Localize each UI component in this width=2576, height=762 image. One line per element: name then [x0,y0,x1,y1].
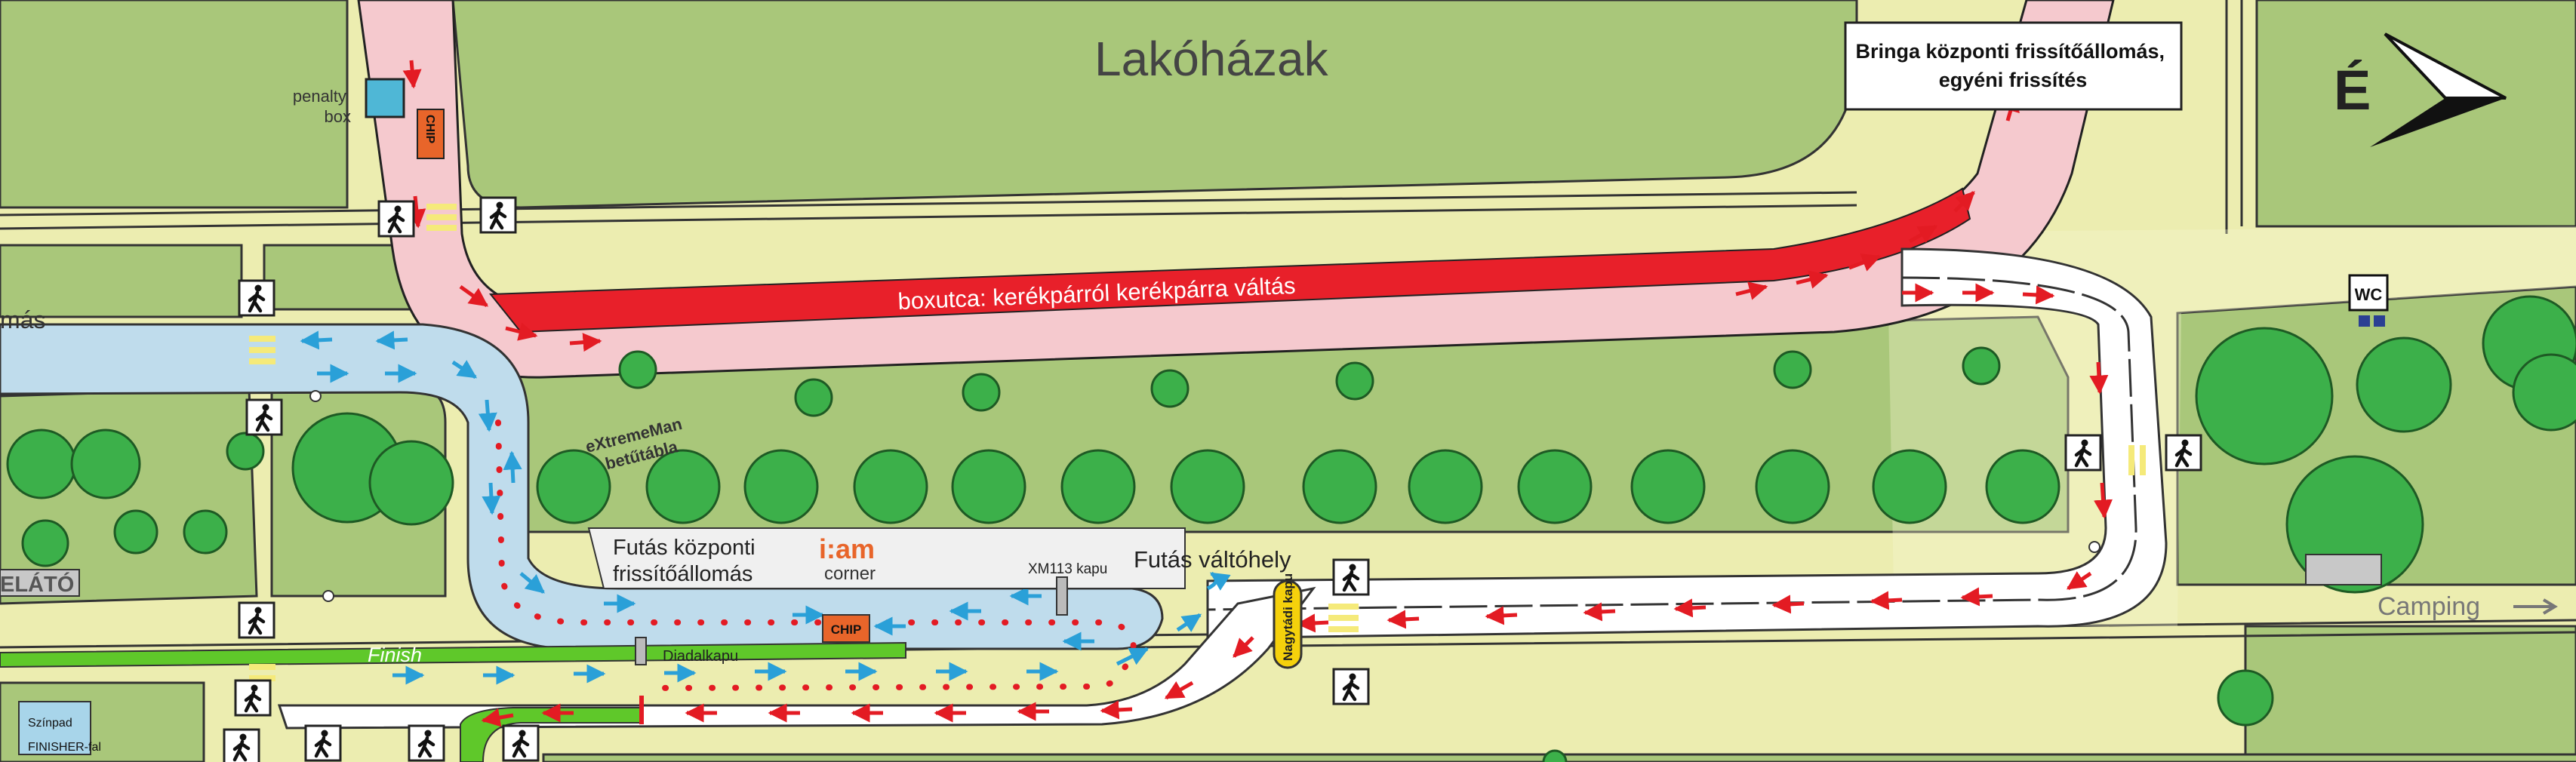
finish-label: Finish [368,644,422,666]
chip-label-run: CHIP [831,622,862,637]
camping-arrow-icon [2513,598,2558,615]
chip-marker [417,109,445,159]
stage-line2: FINISHER-fal [28,741,101,754]
bike-station-line2: egyéni frissítés [1939,69,2088,91]
xm113-gate-label: XM113 kapu [1028,561,1107,577]
north-arrow-icon [2370,32,2507,147]
run-station-box [587,527,1186,665]
north-letter: É [2334,59,2371,121]
stage-label: Színpad FINISHER-fal [28,717,101,754]
finish-lane [0,641,906,668]
iam-corner-label: corner [824,564,876,584]
wc-label: WC [2355,285,2383,304]
iam-logo: i:am [819,533,875,564]
stage-line1: Színpad [28,717,72,730]
run-lower-road [277,586,1316,730]
triumph-gate-label: Diadalkapu [663,648,738,665]
big-gate [1273,579,1303,669]
small-markers [309,390,2101,602]
trees [6,295,2576,762]
penalty-box-label: penalty box [293,87,351,126]
camping-label: Camping [2377,592,2480,621]
bike-route-arrows [402,60,2113,727]
bike-station-box [1844,21,2183,111]
roads [1887,226,2576,626]
penalty-line2: box [325,107,351,126]
crosswalks [249,204,2146,681]
wc-box [2348,274,2389,312]
penalty-line1: penalty [293,87,346,106]
boxutca-lane [488,187,1971,333]
run-station-line2: frissítőállomás [613,562,752,586]
chip-label-top: CHIP [423,115,436,144]
red-dotted-route [495,419,1137,691]
bike-station-label: Bringa központi frissítőállomás, egyéni … [1855,40,2170,91]
run-station-line1: Futás központi [613,536,756,560]
run-route-arrows [300,330,1231,685]
grandstand [0,569,80,597]
run-station-label: Futás központi frissítőállomás [613,536,762,586]
penalty-box [365,78,405,118]
run-transition-label: Futás váltóhely [1134,546,1291,573]
stage-box [18,701,91,755]
bike-station-line1: Bringa központi frissítőállomás, [1855,40,2165,63]
residential-area-label: Lakóházak [1094,32,1329,86]
big-gate-label: Nagytádi kapu [1281,573,1295,661]
run-blue-lane [0,323,1164,650]
grandstand-label: ELÁTÓ [0,571,74,597]
left-edge-label: más [0,306,45,333]
